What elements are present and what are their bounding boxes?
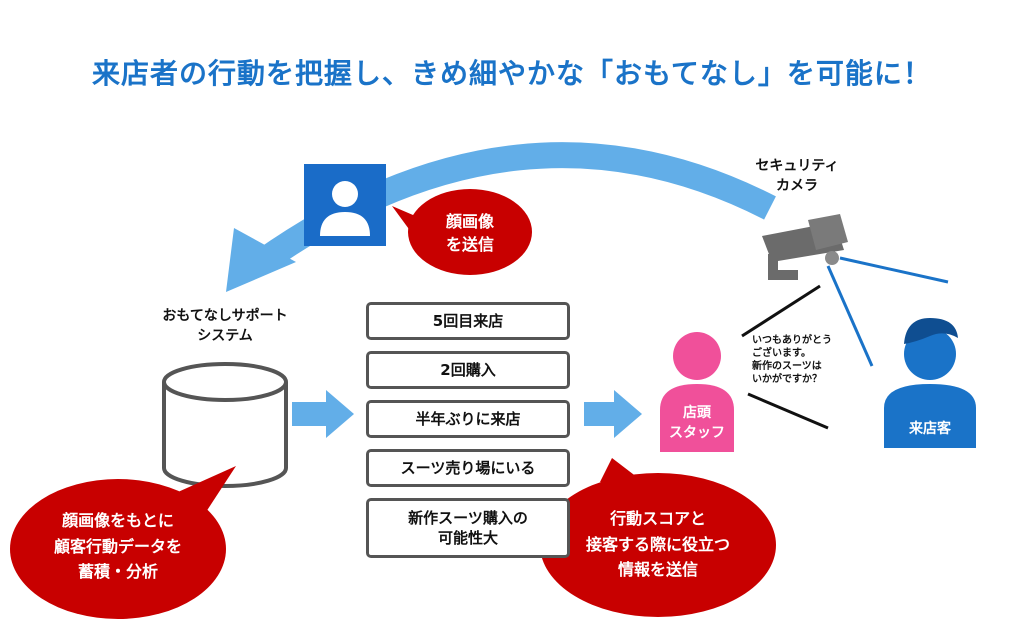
step-box: 5回目来店 bbox=[366, 302, 570, 340]
analysis-bubble bbox=[10, 466, 236, 619]
score-bubble-line: 接客する際に役立つ bbox=[585, 534, 730, 554]
face-send-bubble bbox=[392, 189, 532, 275]
score-bubble-line: 情報を送信 bbox=[617, 560, 698, 580]
step-box-final: 新作スーツ購入の 可能性大 bbox=[366, 498, 570, 558]
speech-line: 新作のスーツは bbox=[752, 361, 822, 372]
analysis-bubble-text: 顔画像をもとに 顧客行動データを 蓄積・分析 bbox=[18, 508, 218, 585]
system-label: おもてなしサポート システム bbox=[140, 306, 310, 347]
face-bubble-text: 顔画像 を送信 bbox=[420, 210, 520, 256]
system-label-line: おもてなしサポート bbox=[162, 308, 288, 324]
speech-line: ございます。 bbox=[752, 348, 811, 359]
staff-label: 店頭 スタッフ bbox=[662, 404, 732, 443]
face-bubble-line: 顔画像 bbox=[445, 212, 494, 231]
analysis-bubble-line: 蓄積・分析 bbox=[77, 562, 158, 582]
arrow-steps-to-staff bbox=[584, 390, 642, 438]
database-cylinder-icon bbox=[162, 362, 288, 488]
camera-label-line: カメラ bbox=[776, 178, 818, 195]
curved-arrow-head bbox=[226, 228, 296, 292]
speech-line: いつもありがとう bbox=[752, 335, 832, 346]
camera-label-line: セキュリティ bbox=[755, 158, 839, 174]
analysis-bubble-line: 顔画像をもとに bbox=[62, 511, 174, 530]
score-bubble-line: 行動スコアと bbox=[610, 509, 706, 528]
system-label-line: システム bbox=[197, 328, 253, 345]
step-box: 2回購入 bbox=[366, 351, 570, 389]
camera-label: セキュリティ カメラ bbox=[742, 156, 852, 197]
page-title: 来店者の行動を把握し、きめ細やかな「おもてなし」を可能に！ bbox=[92, 57, 932, 90]
score-bubble bbox=[540, 458, 776, 617]
analysis-bubble-line: 顧客行動データを bbox=[53, 536, 182, 556]
score-bubble-text: 行動スコアと 接客する際に役立つ 情報を送信 bbox=[552, 506, 764, 583]
step-box: スーツ売り場にいる bbox=[366, 449, 570, 487]
face-bubble-line: を送信 bbox=[445, 235, 494, 255]
customer-label: 来店客 bbox=[909, 421, 951, 437]
customer-figure-icon bbox=[884, 318, 976, 448]
staff-label-line: 店頭 bbox=[683, 405, 711, 421]
face-image-icon bbox=[304, 164, 386, 246]
staff-speech: いつもありがとう ございます。 新作のスーツは いかがですか？ bbox=[752, 334, 832, 386]
arrow-system-to-steps bbox=[292, 390, 354, 438]
staff-label-line: スタッフ bbox=[669, 424, 725, 441]
staff-figure-icon bbox=[660, 332, 734, 452]
step-box: 半年ぶりに来店 bbox=[366, 400, 570, 438]
security-camera-icon bbox=[762, 214, 848, 280]
speech-line: いかがですか？ bbox=[752, 374, 822, 385]
